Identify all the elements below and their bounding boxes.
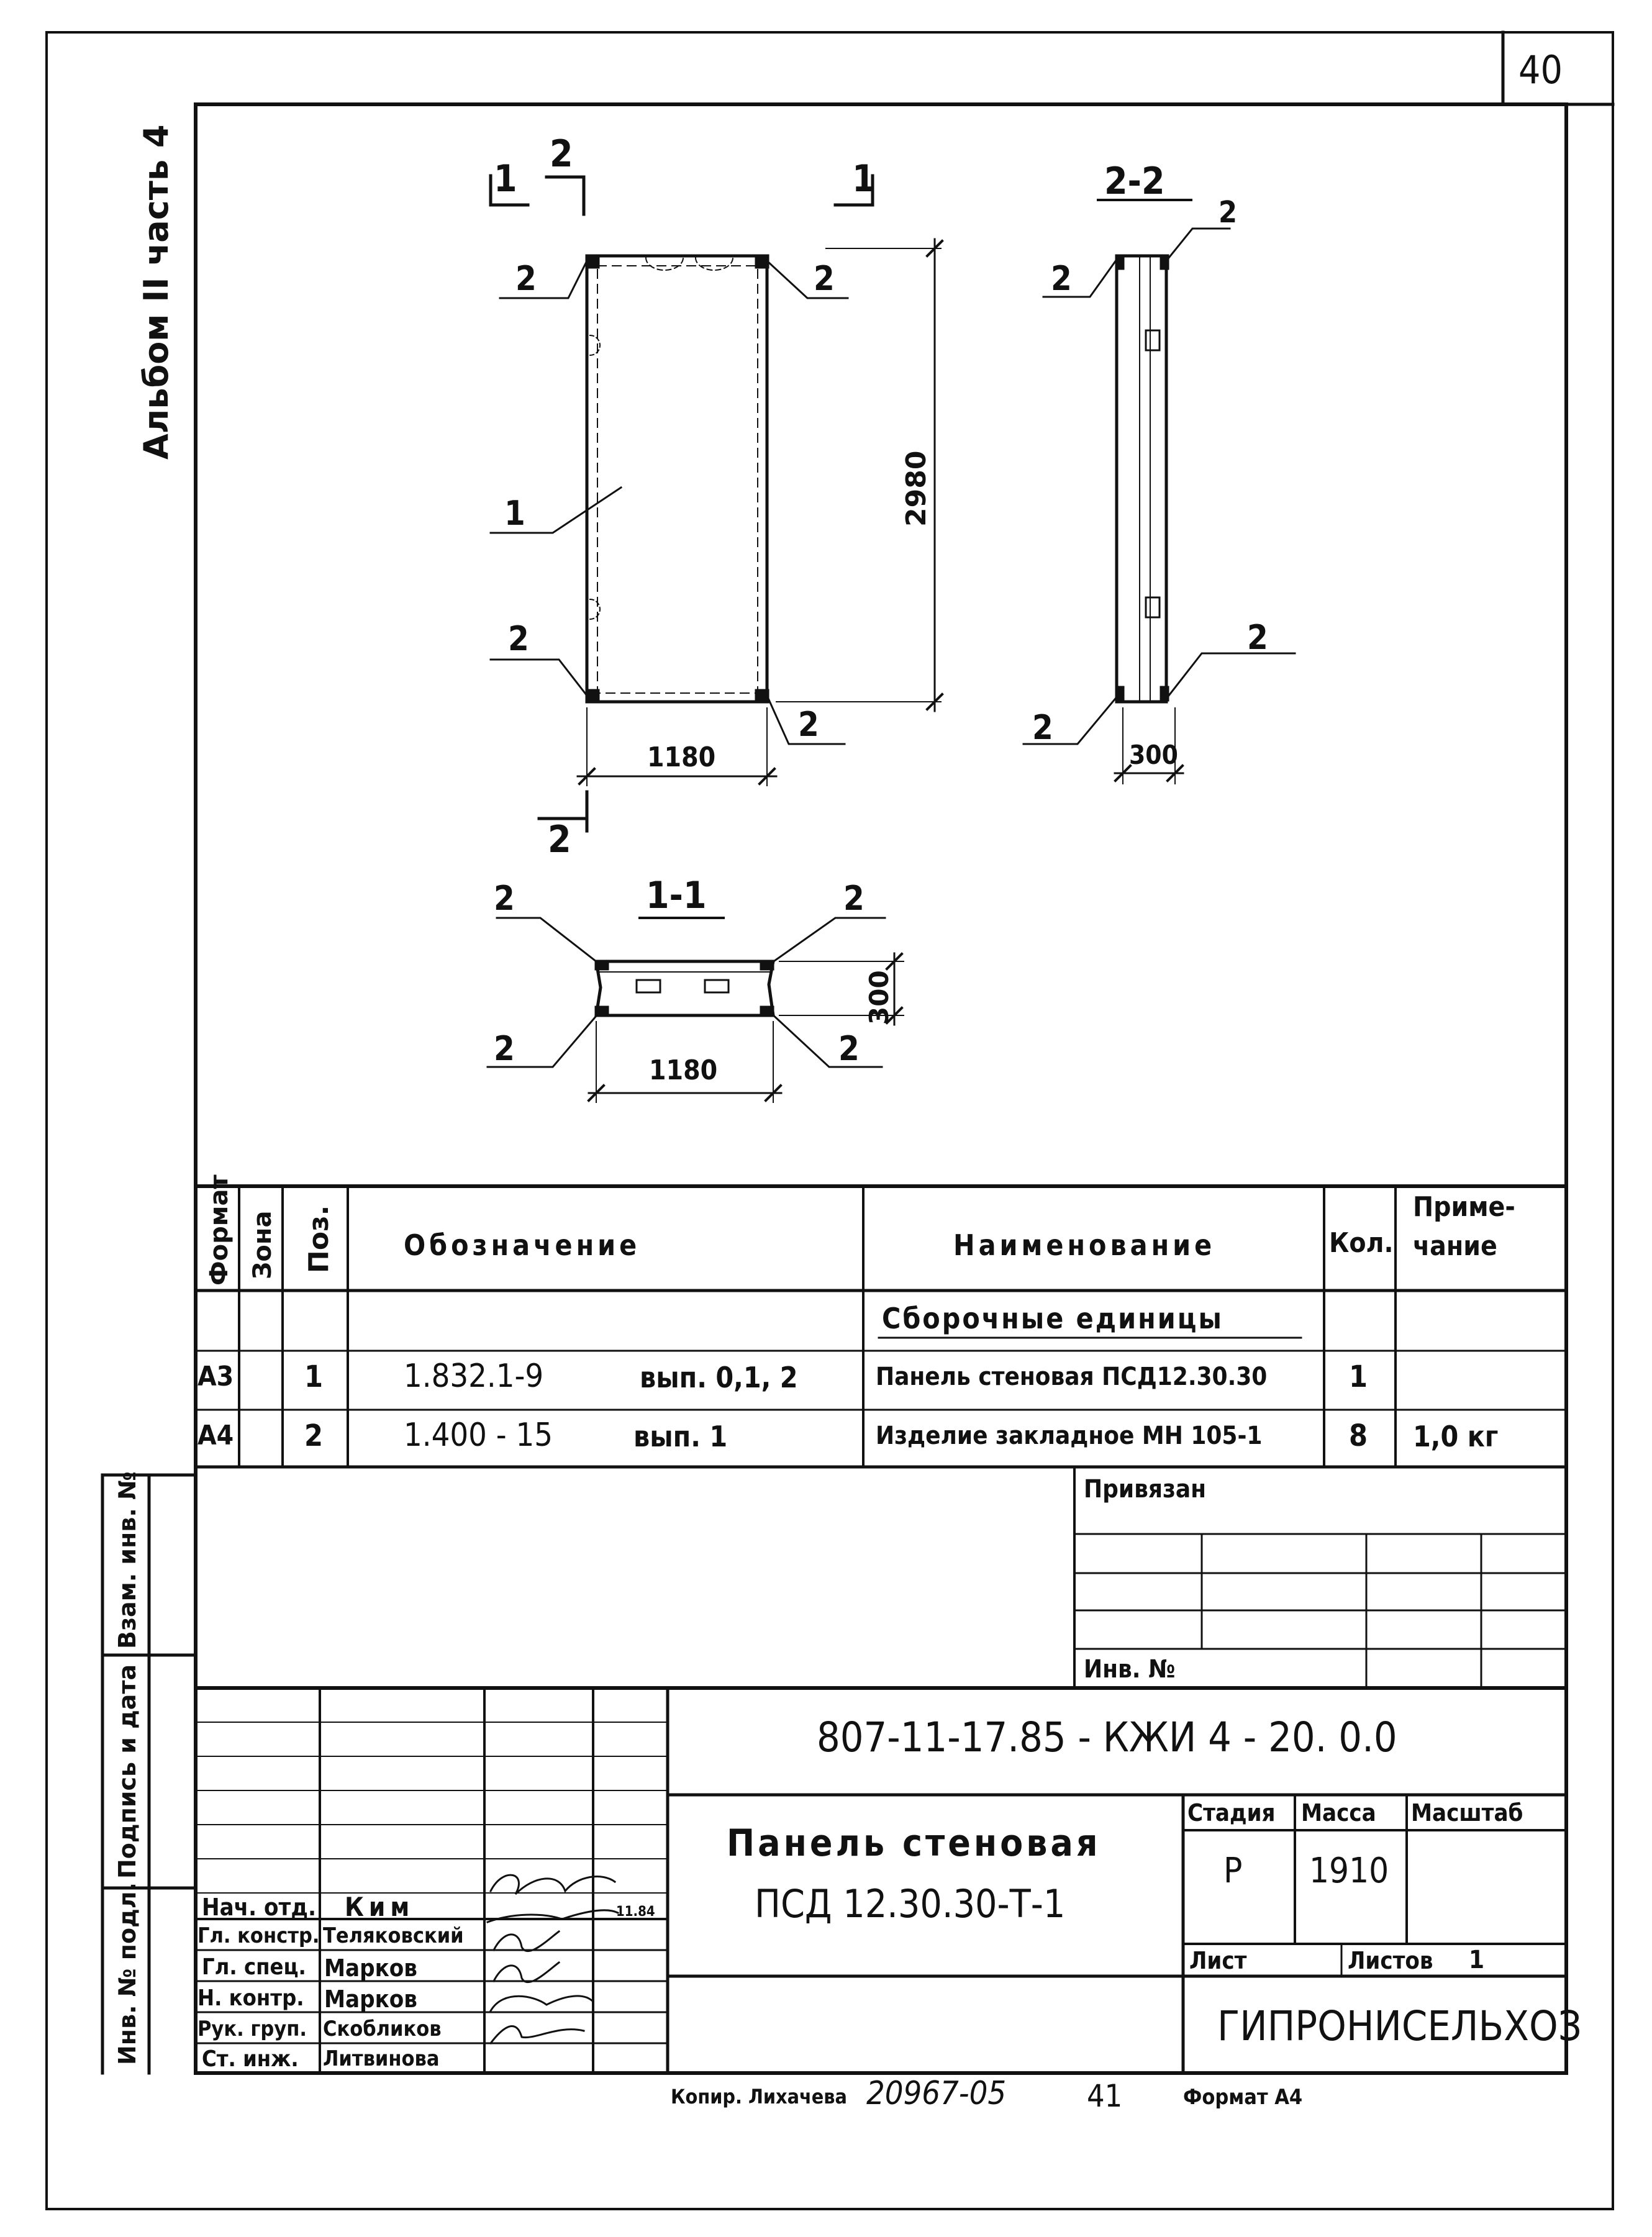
page-number: 40: [1518, 47, 1563, 93]
header-zone: Зона: [248, 1210, 277, 1279]
section-11-callout-tl: 2: [494, 879, 515, 918]
section-22-callout-bottom-left: 2: [1032, 708, 1053, 747]
section-22-callout-top-left: 2: [1051, 259, 1072, 298]
callout-1-panel: 1: [504, 494, 525, 533]
row-pos: 1: [304, 1359, 324, 1394]
callout-2-bottom-right: 2: [798, 705, 819, 744]
cut-1-left-label: 1: [494, 157, 517, 201]
header-qty: Кол.: [1329, 1227, 1394, 1259]
section-22-title: 2-2: [1104, 160, 1165, 203]
organization-name: ГИПРОНИСЕЛЬХОЗ: [1217, 2002, 1582, 2050]
section-22-callout-top-right: 2: [1219, 195, 1238, 230]
row-pos: 2: [304, 1418, 324, 1453]
header-note-2: чание: [1413, 1230, 1497, 1262]
section11-dim-height: 300: [864, 970, 894, 1025]
inv-label: Инв. №: [1084, 1655, 1176, 1684]
sign-role: Нач. отд.: [202, 1894, 316, 1921]
order-number: 20967-05: [866, 2075, 1007, 2112]
stage-label: Стадия: [1187, 1799, 1276, 1826]
sign-name: Теляковский: [323, 1923, 464, 1948]
sign-role: Гл. спец.: [202, 1954, 306, 1980]
row-qty: 8: [1349, 1418, 1368, 1453]
footer-sheet-number: 41: [1087, 2078, 1123, 2114]
section-11-outline: [594, 960, 776, 1017]
section-11-callout-bl: 2: [494, 1029, 515, 1068]
sign-role: Ст. инж.: [202, 2046, 299, 2072]
row-issue: вып. 1: [633, 1420, 728, 1453]
row-name: Изделие закладное МН 105-1: [876, 1422, 1263, 1450]
section-22-callout-bottom-right: 2: [1247, 618, 1268, 657]
sign-role: Гл. констр.: [197, 1923, 320, 1948]
panel-hidden-lines: [597, 265, 758, 694]
sheets-label: Листов: [1348, 1947, 1433, 1974]
title-name-line1: Панель стеновая: [727, 1822, 1101, 1865]
header-format: Формат: [205, 1174, 234, 1286]
scale-label: Масштаб: [1411, 1799, 1523, 1826]
copier-label: Копир. Лихачева: [671, 2085, 847, 2108]
row-designation: 1.832.1-9: [404, 1358, 544, 1395]
section-11-callout-tr: 2: [843, 879, 865, 918]
panel-outline: [585, 254, 769, 704]
sign-name: Ким: [345, 1892, 415, 1922]
document-code: 807-11-17.85 - КЖИ 4 - 20. 0.0: [817, 1713, 1397, 1761]
sign-role: Рук. груп.: [197, 2017, 307, 2041]
header-designation: Обозначение: [404, 1228, 641, 1262]
mass-value: 1910: [1309, 1851, 1389, 1891]
header-name: Наименование: [953, 1228, 1216, 1262]
format-label: Формат А4: [1183, 2085, 1303, 2110]
cut-2-top-label: 2: [550, 132, 573, 176]
album-label: Альбом II часть 4: [137, 124, 176, 460]
podpis-data-label: Подпись и дата: [114, 1664, 141, 1879]
sign-role: Н. контр.: [197, 1985, 304, 2011]
section-11-dim-width: 1180: [649, 1055, 718, 1086]
outer-frame: [45, 31, 1614, 2210]
title-name-line2: ПСД 12.30.30-Т-1: [755, 1881, 1066, 1926]
sign-name: Марков: [324, 1985, 417, 2013]
row-name: Панель стеновая ПСД12.30.30: [876, 1363, 1268, 1391]
cut-1-right-label: 1: [852, 157, 876, 201]
stage-value: Р: [1223, 1851, 1243, 1891]
callout-2-bottom-left: 2: [508, 619, 529, 658]
sign-name: Марков: [324, 1954, 417, 1982]
mass-label: Масса: [1301, 1799, 1376, 1826]
section-title: Сборочные единицы: [882, 1302, 1223, 1335]
section-22-outline: [1115, 254, 1168, 704]
vzam-inv-label: Взам. инв. №: [114, 1471, 141, 1649]
sign-name: Литвинова: [323, 2046, 440, 2071]
header-pos: Поз.: [303, 1205, 335, 1273]
row-designation: 1.400 - 15: [404, 1417, 553, 1454]
callout-2-top-right: 2: [814, 259, 835, 298]
row-format: А4: [197, 1420, 234, 1451]
signature-date: 11.84: [616, 1904, 655, 1920]
sign-name: Скобликов: [323, 2017, 442, 2041]
callout-2-top-left: 2: [515, 259, 537, 298]
header-note-1: Приме-: [1413, 1191, 1515, 1223]
cut-2-bottom-label: 2: [548, 818, 571, 861]
sheets-value: 1: [1469, 1946, 1485, 1974]
sheet-label: Лист: [1189, 1947, 1247, 1974]
inv-podl-label: Инв. № подл.: [114, 1882, 141, 2065]
row-format: А3: [197, 1361, 234, 1392]
row-note: 1,0 кг: [1413, 1420, 1499, 1453]
row-qty: 1: [1349, 1359, 1368, 1394]
section-11-callout-br: 2: [838, 1029, 860, 1068]
section-11-title: 1-1: [646, 874, 707, 917]
main-dim-width: 1180: [647, 742, 716, 773]
row-issue: вып. 0,1, 2: [640, 1361, 798, 1394]
inner-frame: [194, 102, 1568, 2075]
privyazan-label: Привязан: [1084, 1475, 1207, 1504]
main-dim-height: 2980: [901, 451, 932, 527]
section-22-dim-width: 300: [1129, 740, 1178, 770]
